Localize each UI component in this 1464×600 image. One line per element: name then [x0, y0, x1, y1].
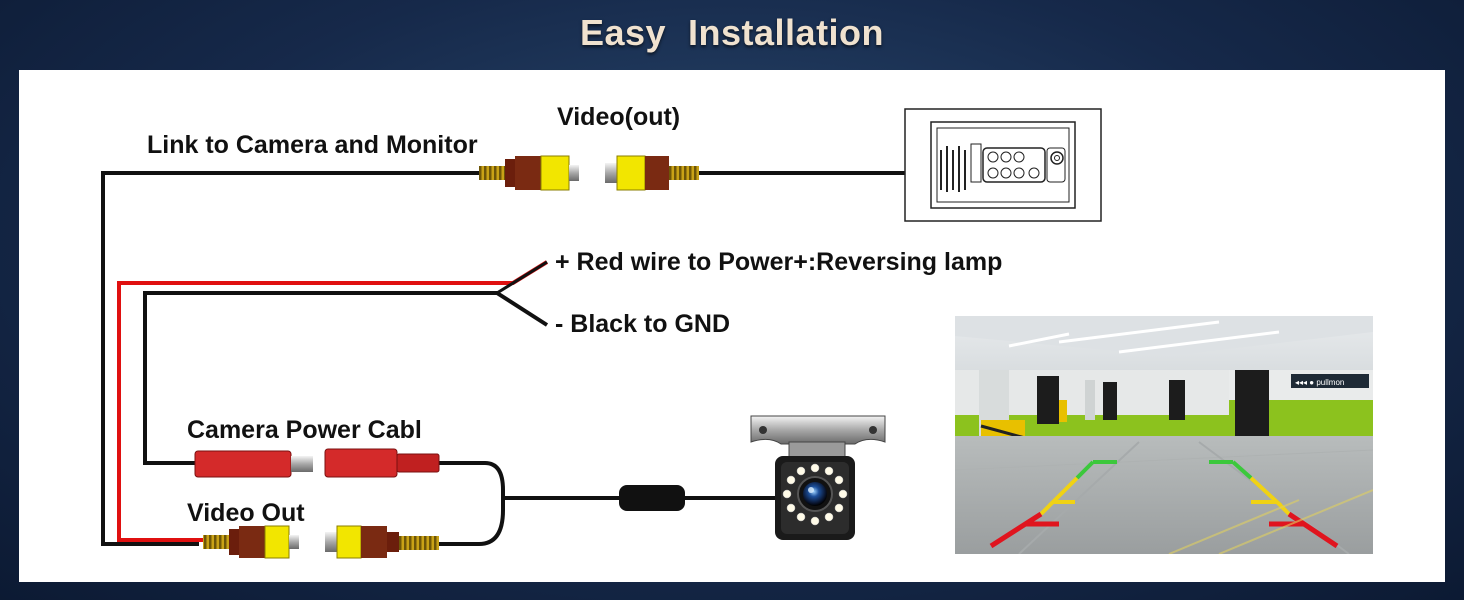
wire-black-main [101, 171, 479, 546]
backup-camera-icon [750, 415, 886, 540]
rca-connector-bottom-right [325, 525, 439, 559]
wire-camera-loop [439, 461, 775, 546]
label-red-wire: + Red wire to Power+:Reversing lamp [555, 248, 1003, 276]
label-black-wire: - Black to GND [555, 310, 731, 338]
wire-red-power [117, 260, 549, 542]
car-monitor-icon [904, 108, 1102, 222]
page-title: Easy Installation [0, 12, 1464, 60]
title-word-easy: Easy [579, 12, 667, 53]
label-camera-power: Camera Power Cabl [187, 416, 422, 444]
label-video-out-bottom: Video Out [187, 499, 305, 527]
label-video-out-top: Video(out) [557, 103, 681, 131]
garage-sign-text: ◂◂◂ ● pullmon [1295, 378, 1344, 387]
label-link-camera-monitor: Link to Camera and Monitor [147, 131, 478, 159]
power-plug-left [194, 450, 313, 478]
wiring-diagram: ◂◂◂ ● pullmon [101, 108, 1373, 559]
inline-filter-box [619, 485, 685, 511]
parking-garage-photo: ◂◂◂ ● pullmon [955, 316, 1373, 554]
power-plug-right [324, 448, 440, 478]
wire-black-ground [143, 260, 549, 465]
rca-connector-bottom-left [203, 525, 299, 559]
wiring-diagram-panel: ◂◂◂ ● pullmon [19, 70, 1445, 582]
rca-connector-top-right [605, 155, 699, 191]
rca-connector-top-left [479, 155, 579, 191]
title-word-installation: Installation [688, 12, 885, 53]
